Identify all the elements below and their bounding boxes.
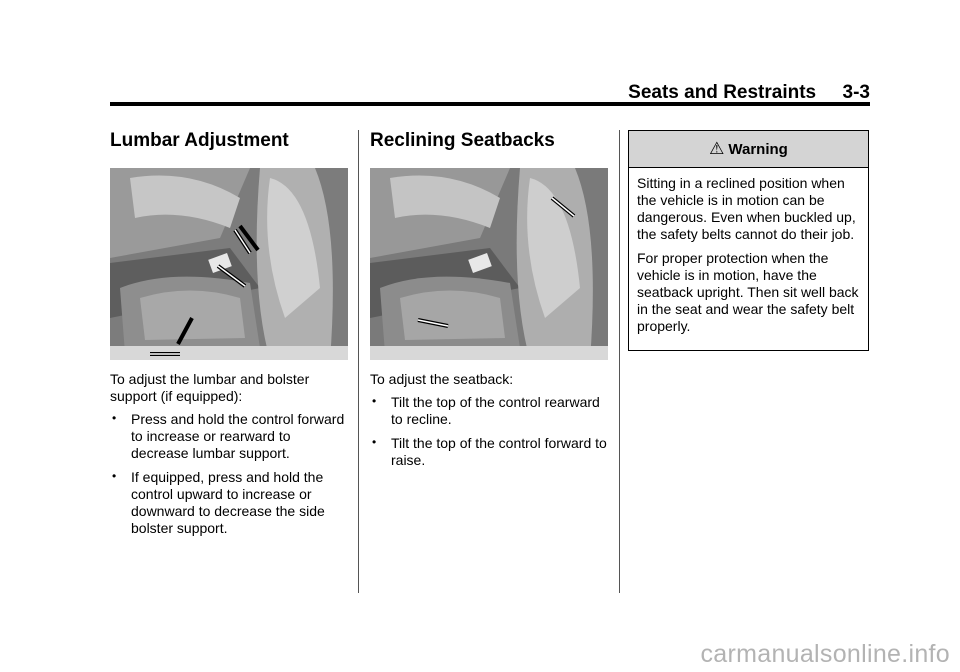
section-title: Seats and Restraints — [628, 82, 817, 103]
lumbar-intro: To adjust the lumbar and bolster support… — [110, 371, 310, 404]
warning-title: Warning — [728, 140, 788, 158]
bullet-icon: • — [112, 469, 117, 483]
reclining-text: To adjust the seatback: •Tilt the top of… — [370, 371, 610, 476]
warning-paragraph: Sitting in a reclined position when the … — [637, 175, 856, 242]
reclining-seat-photo — [370, 168, 608, 360]
watermark: carmanualsonline.info — [700, 640, 950, 668]
lumbar-heading: Lumbar Adjustment — [110, 130, 289, 151]
list-item: •Press and hold the control forward to i… — [112, 411, 345, 461]
reclining-heading: Reclining Seatbacks — [370, 130, 555, 151]
list-item: •If equipped, press and hold the control… — [112, 469, 325, 536]
warning-triangle-icon: ⚠ — [709, 139, 725, 158]
bullet-icon: • — [372, 435, 377, 449]
list-item: •Tilt the top of the control forward to … — [372, 435, 607, 468]
warning-paragraph: For proper protection when the vehicle i… — [637, 250, 859, 334]
column-divider — [619, 130, 620, 593]
page-number: 3-3 — [842, 82, 870, 103]
lumbar-seat-photo — [110, 168, 348, 360]
header-rule — [110, 102, 870, 106]
column-divider — [358, 130, 359, 593]
lumbar-text: To adjust the lumbar and bolster support… — [110, 371, 350, 544]
lumbar-bullets: •Press and hold the control forward to i… — [110, 411, 350, 537]
warning-box: ⚠ Warning Sitting in a reclined position… — [628, 130, 869, 351]
running-header: Seats and Restraints 3-3 — [628, 82, 870, 104]
bullet-icon: • — [112, 411, 117, 425]
warning-body: Sitting in a reclined position when the … — [629, 168, 868, 335]
reclining-bullets: •Tilt the top of the control rearward to… — [370, 394, 610, 469]
reclining-intro: To adjust the seatback: — [370, 371, 514, 387]
bullet-icon: • — [372, 394, 377, 408]
page-header: Seats and Restraints 3-3 — [110, 82, 870, 104]
warning-header: ⚠ Warning — [629, 131, 868, 168]
list-item: •Tilt the top of the control rearward to… — [372, 394, 600, 427]
